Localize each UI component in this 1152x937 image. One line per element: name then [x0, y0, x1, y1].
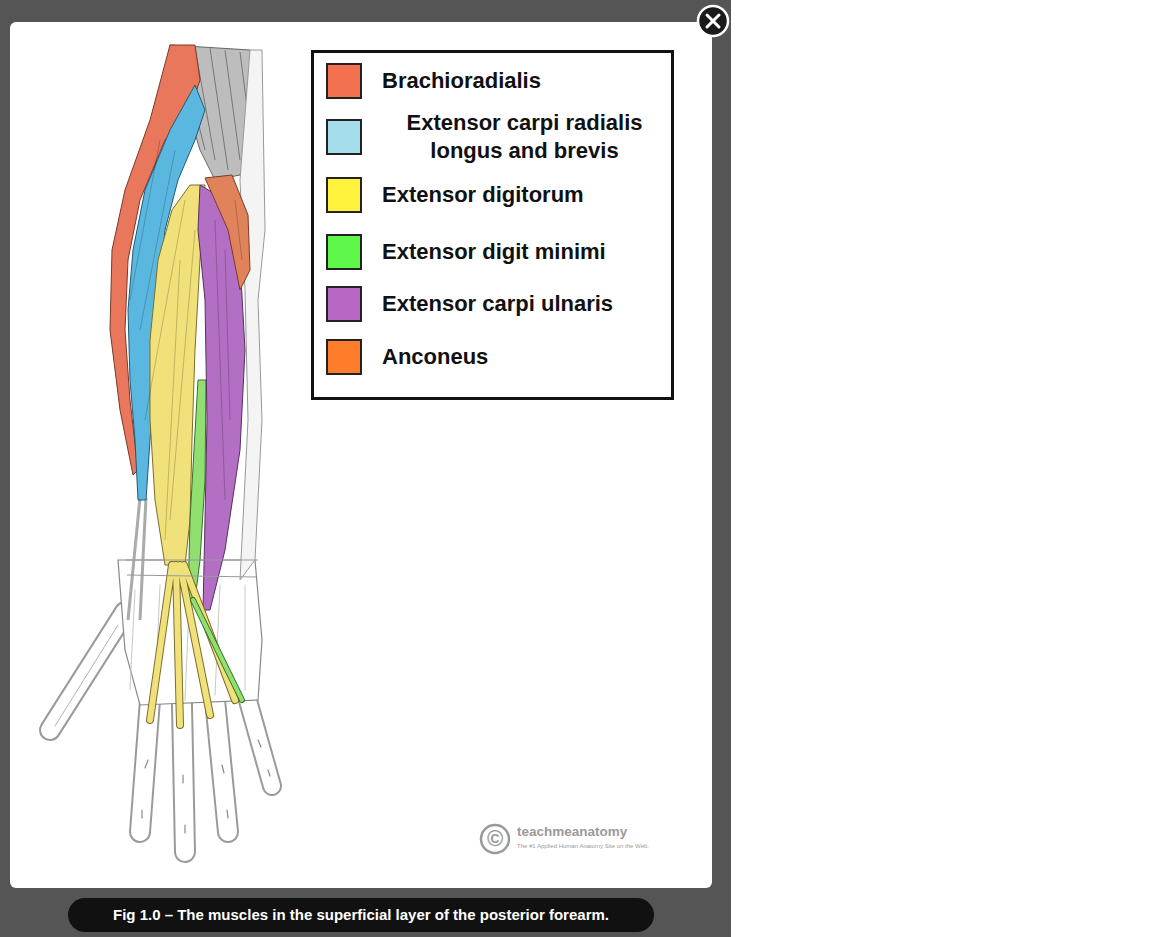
legend-row: Extensor digitorum: [314, 166, 671, 224]
caption-pill: Fig 1.0 – The muscles in the superficial…: [68, 898, 654, 932]
illustration-part: [55, 625, 118, 726]
illustration-part: [707, 15, 719, 27]
legend-text: Extensor digit minimi: [382, 238, 667, 266]
legend-swatch: [326, 234, 362, 270]
legend-text: Anconeus: [382, 343, 667, 371]
legend-row: Extensor carpi ulnaris: [314, 280, 671, 328]
legend-text: Brachioradialis: [382, 67, 667, 95]
illustration-part: [150, 565, 235, 725]
ulna: [240, 50, 265, 580]
legend-swatch: [326, 286, 362, 322]
legend-swatch: [326, 339, 362, 375]
legend-text: Extensor carpi radialis longus and brevi…: [382, 109, 667, 165]
legend-swatch: [326, 119, 362, 155]
illustration-part: [128, 498, 146, 620]
anconeus: [205, 175, 250, 290]
illustration-part: [215, 700, 228, 832]
illustration-part: [707, 15, 719, 27]
retinaculum: [125, 560, 258, 577]
legend-row: Extensor digit minimi: [314, 224, 671, 280]
illustration-part: [215, 700, 228, 832]
illustration-part: [150, 565, 235, 725]
caption-text: Fig 1.0 – The muscles in the superficial…: [113, 906, 609, 923]
illustration-part: [698, 6, 728, 36]
extensor-digiti-minimi: [188, 380, 206, 600]
hand: [50, 560, 272, 852]
legend-row: Anconeus: [314, 328, 671, 386]
close-button: [698, 6, 728, 36]
legend-swatch: [326, 63, 362, 99]
illustration-part: [50, 612, 125, 730]
watermark-text: teachmeanatomy: [517, 825, 627, 840]
legend-swatch: [326, 177, 362, 213]
legend-row: Brachioradialis: [314, 53, 671, 108]
legend-text: Extensor carpi ulnaris: [382, 290, 667, 318]
illustration-part: [130, 140, 242, 540]
tendons: [150, 565, 242, 725]
watermark-tagline: The #1 Applied Human Anatomy Site on the…: [517, 843, 649, 850]
illustration-part: [50, 612, 125, 730]
copyright-ring: [481, 825, 509, 853]
illustration-part: [193, 600, 242, 700]
legend-text: Extensor digitorum: [382, 181, 667, 209]
legend-box: BrachioradialisExtensor carpi radialis l…: [311, 50, 674, 400]
illustration-part: [193, 600, 242, 700]
legend-row: Extensor carpi radialis longus and brevi…: [314, 108, 671, 166]
copyright-symbol: ©: [487, 827, 503, 851]
illustration-part: [142, 740, 270, 833]
